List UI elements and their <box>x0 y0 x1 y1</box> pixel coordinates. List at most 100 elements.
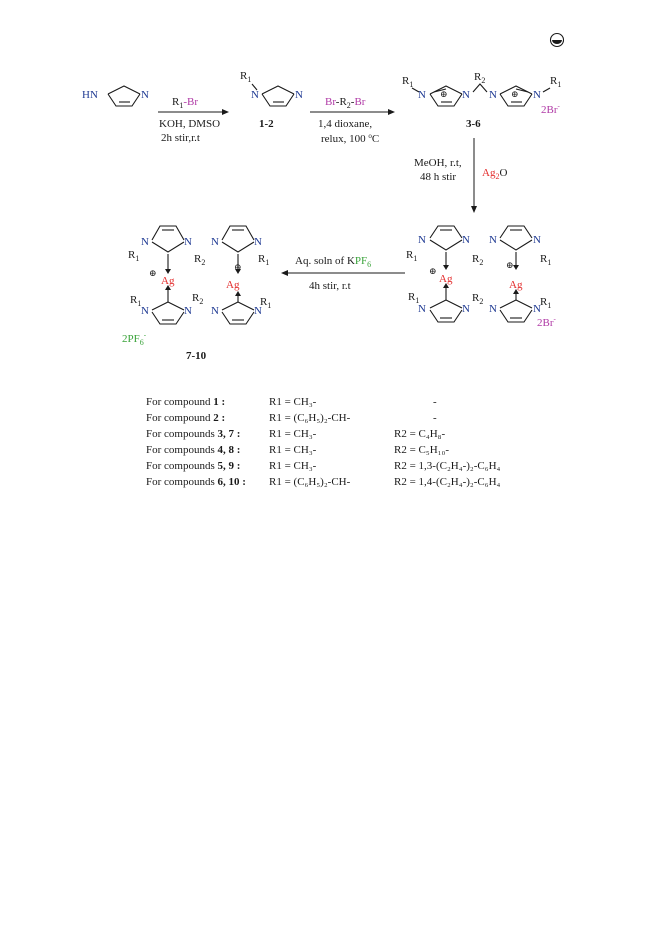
r1-substituent: R1 <box>550 75 561 89</box>
step3-conditions-line2: 48 h stir <box>420 171 456 183</box>
imidazole-structure: HN N <box>82 85 149 107</box>
product-1-2-label: 1-2 <box>259 118 274 130</box>
r1-definition: R1 = CH₃- <box>269 396 317 408</box>
silver-dimer-counterion: 2Br- <box>537 315 557 329</box>
step1-conditions-line2: 2h stir,r.t <box>161 132 200 144</box>
r2-linker: R2 <box>474 71 485 85</box>
r1-substituent: R1 <box>406 249 417 263</box>
n-atom: N <box>533 234 541 246</box>
r1-definition: R1 = CH₃- <box>269 460 317 472</box>
n-atom: N <box>211 236 219 248</box>
imidazole-nh-label: HN <box>82 89 98 101</box>
n-atom: N <box>489 303 497 315</box>
step4-conditions-line2: 4h stir, r.t <box>309 280 351 292</box>
r2-definition: - <box>433 396 437 408</box>
r1-substituent: R1 <box>540 253 551 267</box>
n-atom: N <box>462 234 470 246</box>
r2-definition: R2 = C₅H₁₀- <box>394 444 449 456</box>
compound-row: For compounds 6, 10 : R1 = (C₆H₅)₂-CH- R… <box>146 474 566 490</box>
imidazole-n-label: N <box>141 89 149 101</box>
step2-arrow <box>310 109 395 115</box>
silver-dimer-br-structure: N N R1 ⊕ Ag N N R1 R2 ⊕ Ag N N R1 R2 N <box>406 225 557 329</box>
plus-charge: ⊕ <box>234 262 242 272</box>
step3-conditions-line1: MeOH, r.t, <box>414 157 462 169</box>
compound-row: For compounds 4, 8 : R1 = CH₃- R2 = C₅H₁… <box>146 442 566 458</box>
step2-reagent: Br-R2-Br <box>325 96 366 110</box>
compound-label: For compound 1 : <box>146 396 226 408</box>
n-atom: N <box>418 303 426 315</box>
silver-atom: Ag <box>509 279 523 291</box>
compound-label: For compounds 3, 7 : <box>146 428 241 440</box>
r1-substituent: R1 <box>402 75 413 89</box>
compound-substituent-table: For compound 1 : R1 = CH₃- - For compoun… <box>146 394 566 490</box>
product-1-2-structure: R1 N N 1-2 <box>240 70 303 130</box>
product-7-10-label: 7-10 <box>186 350 207 362</box>
r2-linker: R2 <box>472 292 483 306</box>
compound-row: For compound 1 : R1 = CH₃- - <box>146 394 566 410</box>
n-atom: N <box>184 236 192 248</box>
open-access-icon <box>549 32 565 48</box>
r1-substituent: R1 <box>540 296 551 310</box>
silver-atom: Ag <box>161 275 175 287</box>
n-atom: N <box>533 303 541 315</box>
plus-charge: ⊕ <box>506 260 514 270</box>
n-atom: N <box>489 89 497 101</box>
n-atom: N <box>254 236 262 248</box>
compound-label: For compounds 5, 9 : <box>146 460 241 472</box>
r2-definition: R2 = 1,3-(C₂H₄-)₂-C₆H₄ <box>394 460 501 472</box>
r2-linker: R2 <box>472 253 483 267</box>
plus-charge: ⊕ <box>511 89 519 99</box>
plus-charge: ⊕ <box>429 266 437 276</box>
compound-row: For compounds 3, 7 : R1 = CH₃- R2 = C₄H₈… <box>146 426 566 442</box>
r1-definition: R1 = CH₃- <box>269 428 317 440</box>
n-atom: N <box>211 305 219 317</box>
step4-reagent: Aq. soln of KPF6 <box>295 255 371 269</box>
n-atom: N <box>141 236 149 248</box>
r1-definition: R1 = (C₆H₅)₂-CH- <box>269 476 351 488</box>
step2-conditions-line2: relux, 100 oC <box>321 132 379 145</box>
step1-arrow <box>158 109 229 115</box>
n-atom: N <box>462 303 470 315</box>
reaction-scheme-svg: HN N R1-Br KOH, DMSO 2h stir,r.t R1 N N … <box>82 32 565 362</box>
step3-arrow <box>471 138 477 213</box>
r1-substituent: R1 <box>130 294 141 308</box>
product-3-6-structure: ⊕ N N R1 R2 ⊕ N N R1 2Br- 3-6 <box>402 71 561 130</box>
n-atom: N <box>489 234 497 246</box>
r2-definition: R2 = C₄H₈- <box>394 428 446 440</box>
step2-conditions-line1: 1,4 dioxane, <box>318 118 372 130</box>
step4-arrow <box>281 270 405 276</box>
product-1-2-substituent: R1 <box>240 70 251 84</box>
compound-row: For compound 2 : R1 = (C₆H₅)₂-CH- - <box>146 410 566 426</box>
silver-atom: Ag <box>226 279 240 291</box>
r2-definition: - <box>433 412 437 424</box>
step1-reagent: R1-Br <box>172 96 198 110</box>
compound-label: For compound 2 : <box>146 412 226 424</box>
n-atom: N <box>533 89 541 101</box>
product-1-2-n1: N <box>251 89 259 101</box>
n-atom: N <box>418 234 426 246</box>
product-7-10-counterion: 2PF6- <box>122 331 147 347</box>
n-atom: N <box>184 305 192 317</box>
product-1-2-n3: N <box>295 89 303 101</box>
step1-conditions-line1: KOH, DMSO <box>159 118 220 130</box>
product-3-6-counterion: 2Br- <box>541 102 561 116</box>
compound-label: For compounds 6, 10 : <box>146 476 246 488</box>
r1-substituent: R1 <box>408 291 419 305</box>
r1-definition: R1 = (C₆H₅)₂-CH- <box>269 412 351 424</box>
silver-atom: Ag <box>439 273 453 285</box>
compound-label: For compounds 4, 8 : <box>146 444 241 456</box>
plus-charge: ⊕ <box>440 89 448 99</box>
r1-substituent: R1 <box>128 249 139 263</box>
r2-definition: R2 = 1,4-(C₂H₄-)₂-C₆H₄ <box>394 476 501 488</box>
step3-reagent: Ag2O <box>482 167 507 181</box>
product-3-6-label: 3-6 <box>466 118 481 130</box>
n-atom: N <box>141 305 149 317</box>
r2-linker: R2 <box>192 292 203 306</box>
r1-substituent: R1 <box>258 253 269 267</box>
n-atom: N <box>462 89 470 101</box>
n-atom: N <box>418 89 426 101</box>
product-7-10-structure: N N R1 ⊕ Ag N N R1 R2 ⊕ Ag N N R1 R2 N <box>122 225 271 362</box>
plus-charge: ⊕ <box>149 268 157 278</box>
compound-row: For compounds 5, 9 : R1 = CH₃- R2 = 1,3-… <box>146 458 566 474</box>
